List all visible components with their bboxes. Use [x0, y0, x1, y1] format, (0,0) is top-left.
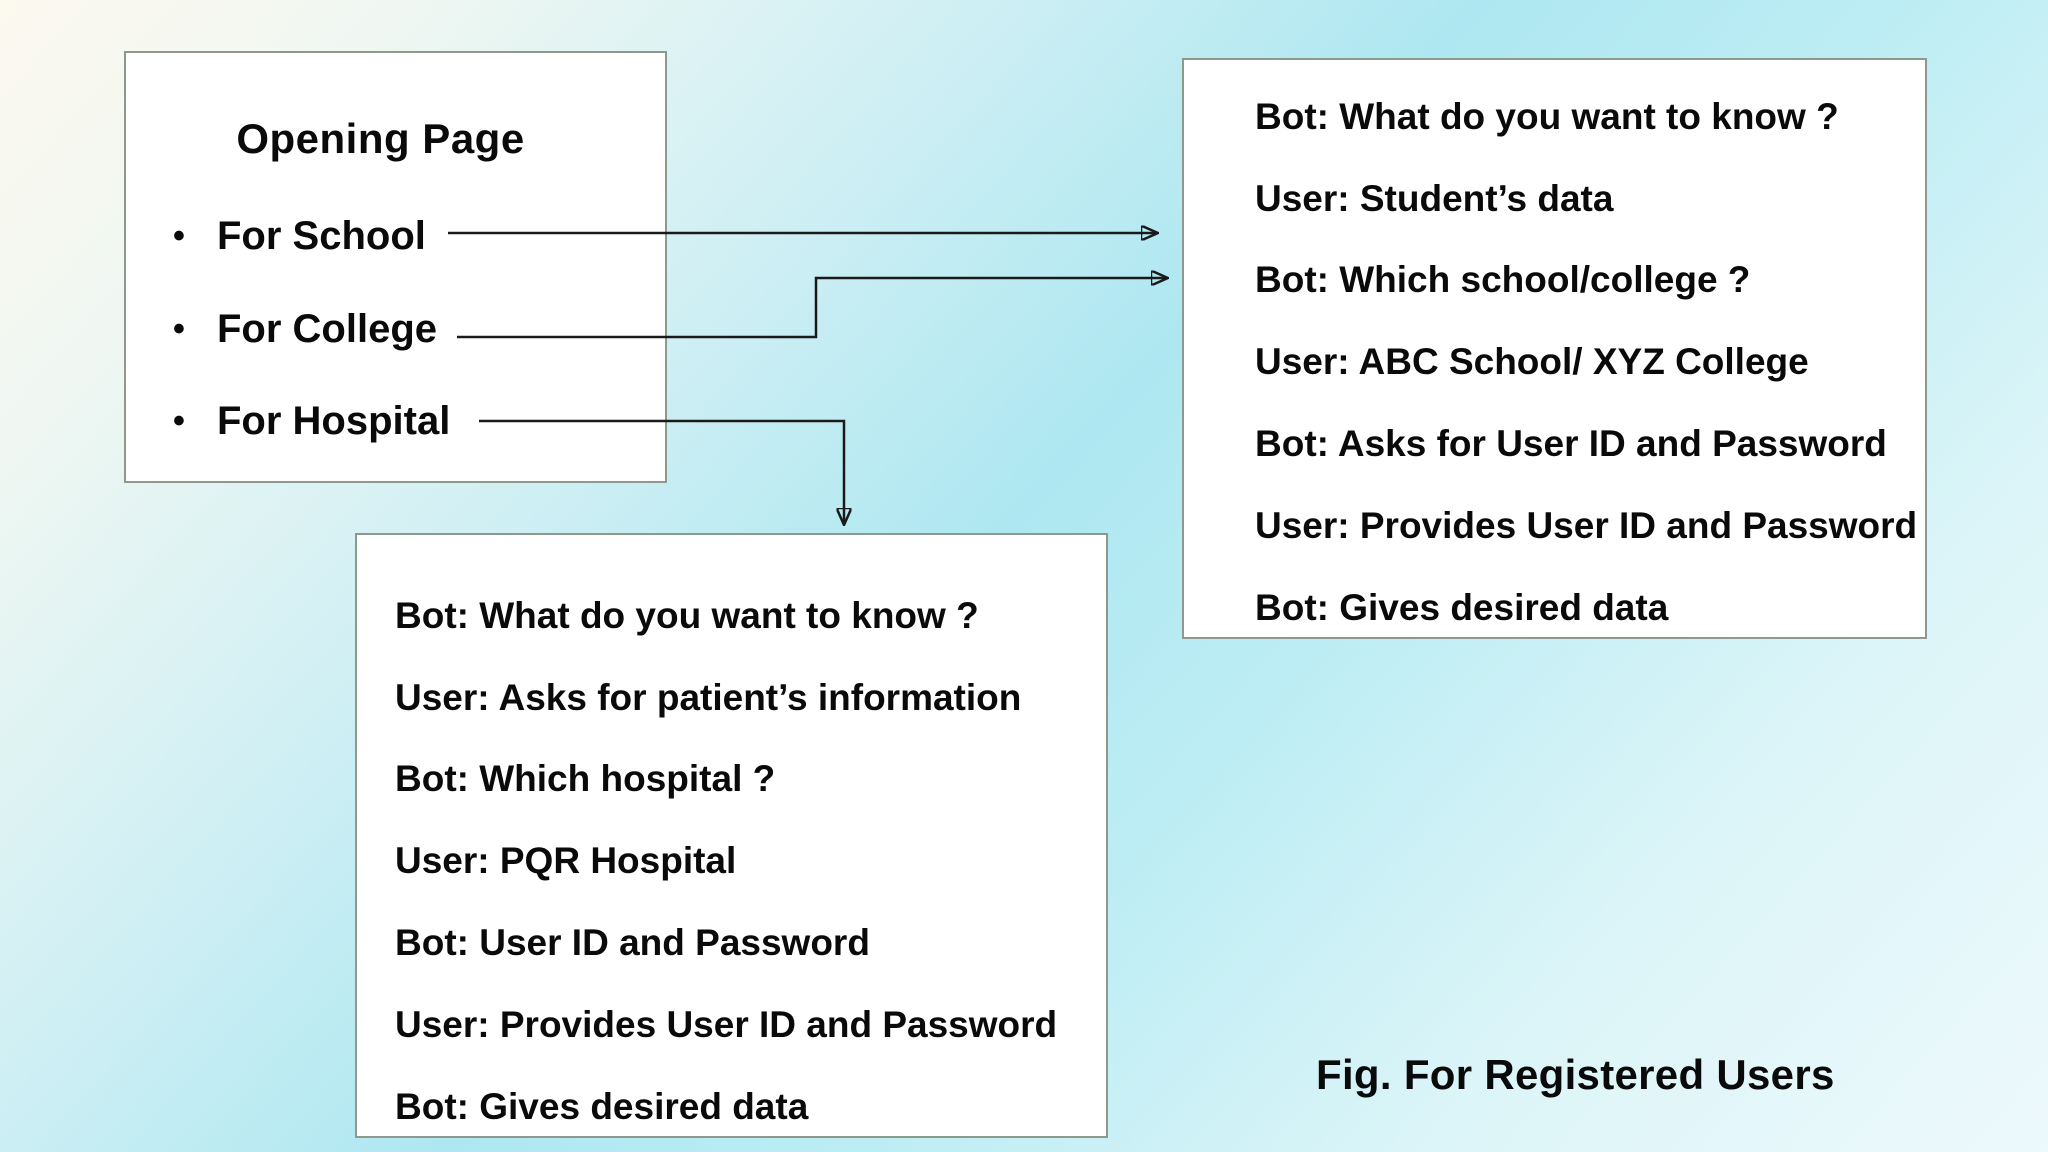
dialog-line: Bot: Gives desired data: [1255, 586, 1669, 628]
figure-caption: Fig. For Registered Users: [1316, 1051, 1835, 1098]
dialog-line: Bot: Which hospital ?: [395, 758, 776, 800]
dialog-line: User: ABC School/ XYZ College: [1255, 341, 1809, 383]
hospital-dialog-box: Bot: What do you want to know ? User: As…: [355, 533, 1108, 1138]
bullet-label: For Hospital: [217, 398, 451, 443]
school-college-dialog-box: Bot: What do you want to know ? User: St…: [1182, 58, 1927, 639]
bullet-item-for-college: • For College: [126, 297, 665, 361]
dialog-line: Bot: Asks for User ID and Password: [1255, 423, 1887, 465]
dialog-line: Bot: Gives desired data: [395, 1085, 809, 1127]
dialog-line: Bot: Which school/college ?: [1255, 259, 1751, 301]
dialog-line: User: Provides User ID and Password: [395, 1003, 1058, 1045]
opening-page-title: Opening Page: [236, 115, 525, 162]
dialog-line: Bot: User ID and Password: [395, 922, 870, 964]
bullet-label: For School: [217, 213, 426, 258]
dialog-line: Bot: What do you want to know ?: [1255, 95, 1839, 137]
bullet-icon: •: [173, 401, 185, 440]
dialog-line: User: Asks for patient’s information: [395, 676, 1022, 718]
bullet-item-for-hospital: • For Hospital: [126, 389, 665, 453]
bullet-item-for-school: • For School: [126, 204, 665, 268]
dialog-line: User: Provides User ID and Password: [1255, 504, 1918, 546]
opening-page-box: Opening Page • For School • For College …: [124, 51, 667, 483]
bullet-icon: •: [173, 309, 185, 348]
dialog-line: User: PQR Hospital: [395, 840, 737, 882]
bullet-label: For College: [217, 306, 438, 351]
dialog-line: Bot: What do you want to know ?: [395, 594, 979, 636]
dialog-line: User: Student’s data: [1255, 177, 1614, 219]
bullet-icon: •: [173, 216, 185, 255]
